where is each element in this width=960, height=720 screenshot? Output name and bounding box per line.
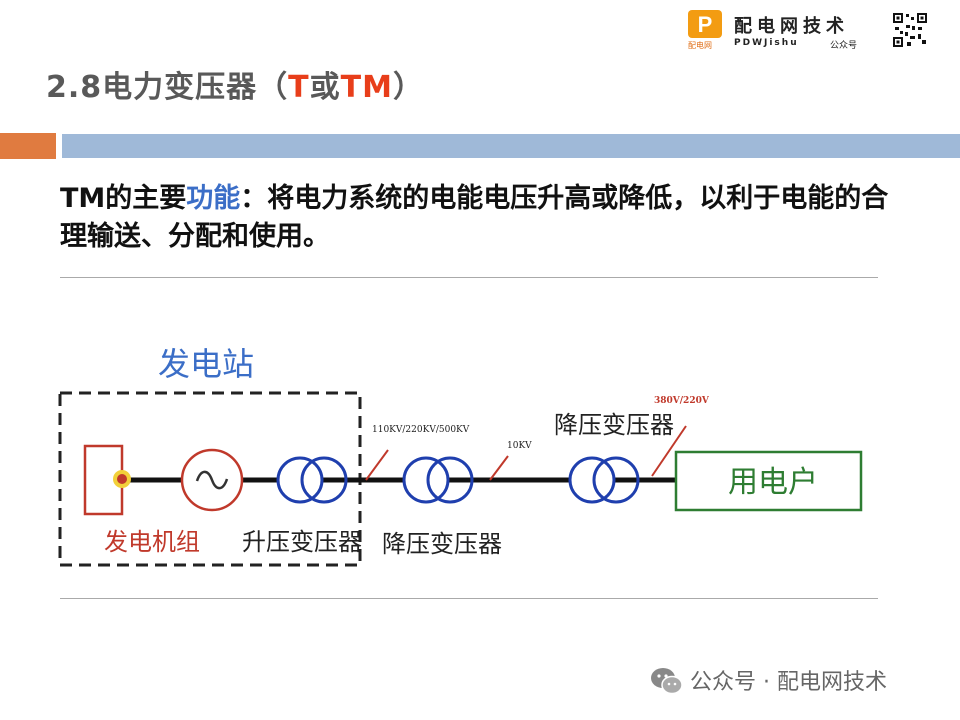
pdw-logo-icon: P: [688, 10, 722, 38]
watermark-text: 公众号 · 配电网技术: [690, 670, 887, 695]
consumer-box: [674, 450, 863, 512]
ac-wave-icon: [195, 470, 229, 490]
top-divider: [60, 277, 878, 278]
generator-terminal: [117, 474, 127, 484]
logo-pinyin: PDWJishu: [734, 38, 799, 48]
slide-title: 2.8电力变压器（T或TM）: [46, 70, 424, 105]
title-divider-bar: [62, 134, 960, 158]
logo-title: 配电网技术: [734, 16, 849, 37]
step-down-label-2: 降压变压器: [554, 411, 674, 439]
step-down-transformer-2-icon: [568, 456, 640, 504]
station-label: 发电站: [158, 345, 254, 383]
generator-label: 发电机组: [104, 528, 200, 556]
bottom-divider: [60, 598, 878, 599]
logo-subtitle: 配电网: [688, 41, 712, 50]
step-down-transformer-1-icon: [402, 456, 474, 504]
voltage-tick-transmission: [365, 449, 389, 481]
function-description: TM的主要功能：将电力系统的电能电压升高或降低，以利于电能的合理输送、分配和使用…: [60, 183, 889, 252]
svg-text:P: P: [698, 12, 713, 37]
wechat-icon: [651, 668, 683, 695]
qr-code-icon[interactable]: [892, 12, 928, 48]
voltage-distribution-label: 10KV: [507, 441, 532, 451]
voltage-tick-consumer: [651, 425, 687, 477]
step-up-label: 升压变压器: [242, 528, 362, 556]
consumer-label: 用电户: [728, 465, 818, 500]
title-accent-bar: [0, 133, 56, 159]
voltage-consumer-label: 380V/220V: [654, 396, 710, 406]
step-down-label-1: 降压变压器: [382, 530, 502, 558]
step-up-transformer-icon: [276, 456, 348, 504]
logo-gzh-label: 公众号: [830, 41, 858, 51]
brand-logo: P 配电网 配电网技术 PDWJishu 公众号: [684, 10, 942, 51]
voltage-tick-distribution: [489, 455, 509, 481]
voltage-transmission-label: 110KV/220KV/500KV: [372, 425, 470, 435]
